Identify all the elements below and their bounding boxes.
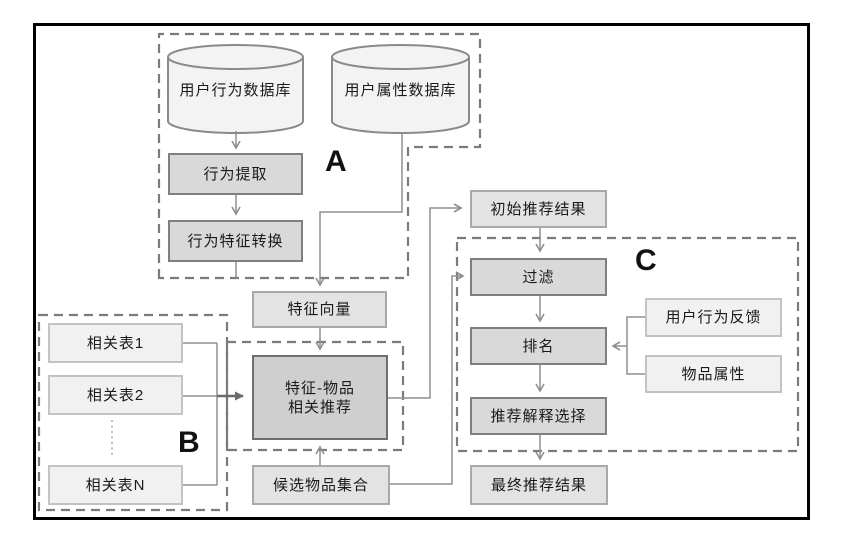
node-item-attributes: 物品属性 [645,355,782,393]
group-b-label: B [178,426,200,459]
attribute-database-label: 用户属性数据库 [344,81,457,99]
node-feature-item-recommend: 特征-物品 相关推荐 [252,355,388,440]
behavior-database-label: 用户行为数据库 [179,81,292,99]
connector-feedback-bracket [626,316,645,375]
node-behavior-feature-convert: 行为特征转换 [168,220,303,262]
node-user-behavior-feedback: 用户行为反馈 [645,298,782,337]
node-candidate-items: 候选物品集合 [252,465,390,505]
group-a-outline [157,32,482,280]
attribute-database-cylinder [330,44,471,134]
node-final-results: 最终推荐结果 [470,465,608,505]
group-a-label: A [325,145,347,178]
node-ranking: 排名 [470,327,607,365]
node-behavior-extract: 行为提取 [168,153,303,195]
node-related-table-n: 相关表N [48,465,183,505]
node-related-table-1: 相关表1 [48,323,183,363]
node-filter: 过滤 [470,258,607,296]
feature-item-line2: 相关推荐 [287,398,352,416]
connector-featureitem-to-initialresults [388,203,463,399]
group-c-outline [455,236,800,453]
node-feature-vector: 特征向量 [252,291,387,328]
node-related-table-2: 相关表2 [48,375,183,415]
node-initial-results: 初始推荐结果 [470,190,607,228]
connector-attributedb-to-featurevector [315,133,403,287]
feature-item-line1: 特征-物品 [285,379,355,397]
node-explanation-select: 推荐解释选择 [470,397,607,435]
behavior-database-cylinder [166,44,305,134]
group-c-label: C [635,244,657,277]
connector-candidates-to-filter [390,271,465,485]
